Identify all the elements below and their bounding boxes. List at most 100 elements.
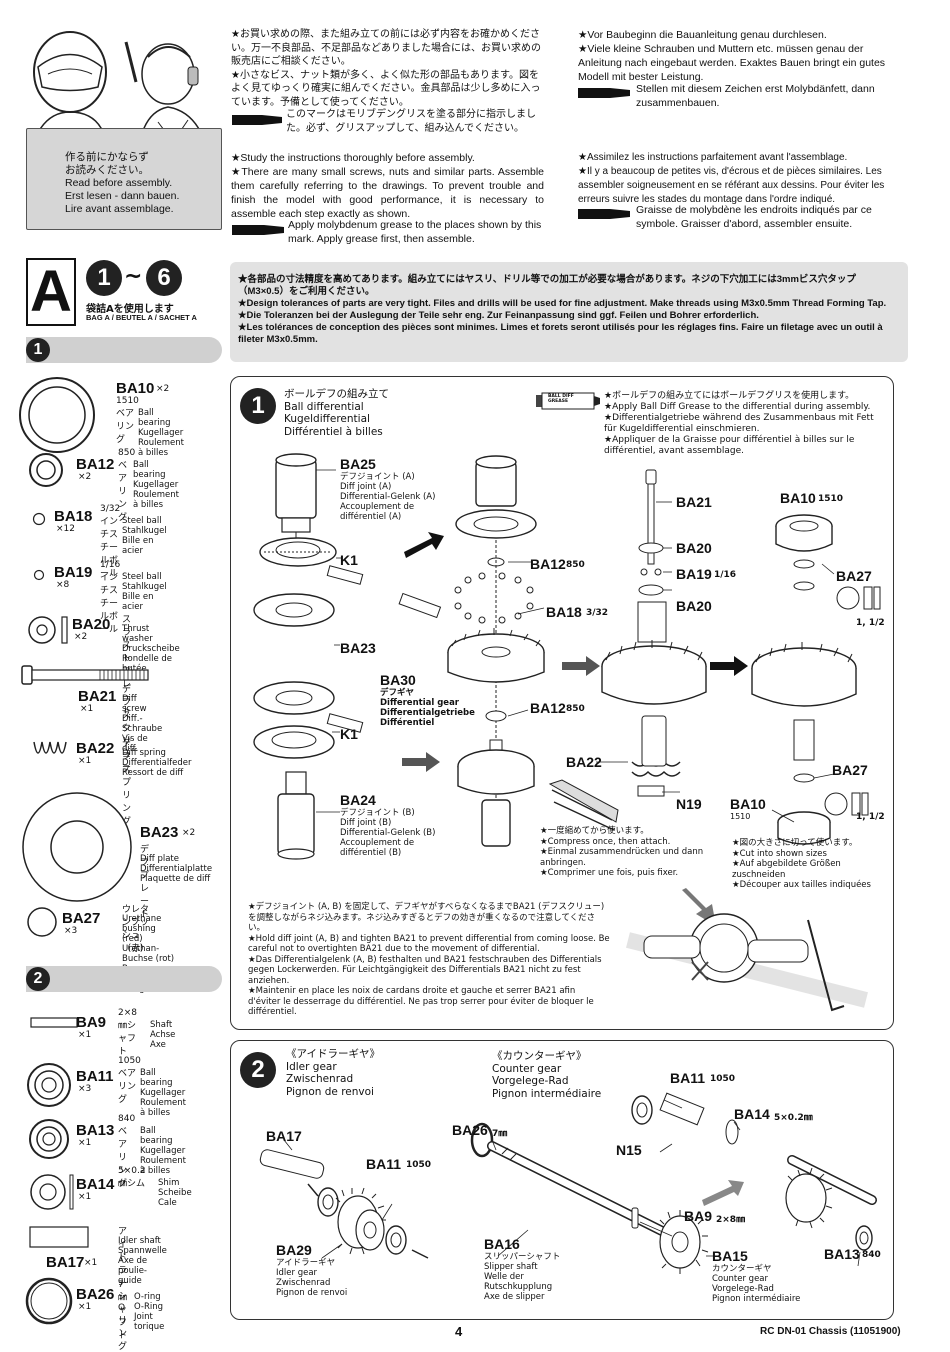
counter-title: 《カウンターギヤ》 Counter gear Vorgelege-Rad Pig… — [492, 1050, 602, 1100]
intro-en-grease-text: Apply molybdenum grease to the places sh… — [288, 219, 542, 245]
idler-shaft-drawing — [259, 1149, 325, 1179]
part-jp: アイドラーシャフト — [118, 1227, 128, 1341]
part-count: ×1 — [78, 1138, 92, 1148]
label-ba10a-size: 1510 — [818, 494, 844, 504]
section-header: A 1 ~ 6 袋詰Aを使用します BAG A / BEUTEL A / SAC… — [26, 258, 222, 326]
label-k1a: K1 — [340, 552, 358, 568]
o-ring-icon — [25, 1277, 73, 1325]
label-ba10b: BA10 — [730, 796, 766, 812]
label-n19: N19 — [676, 796, 702, 812]
label-ba26: BA26 — [452, 1122, 488, 1138]
step1-parts-strip: 1 — [26, 337, 222, 363]
k1-ring-top — [259, 537, 337, 567]
part-code: BA26 — [76, 1286, 115, 1303]
parts-list-step1: BA10 ×2 1510ベアリング Ball bearing Kugellage… — [18, 374, 228, 994]
part-count: ×1 — [78, 1192, 92, 1202]
spring-compress-drawing — [548, 760, 681, 831]
part-jp: デフスプリング — [122, 739, 132, 827]
step2-number: 2 — [240, 1052, 276, 1088]
label-ba25: BA25 — [340, 456, 376, 472]
idler-shaft-icon — [29, 1226, 89, 1248]
part-count: ×12 — [56, 524, 75, 534]
part-jp: 3/32インチスチールボール — [100, 504, 121, 579]
label-ba27a: BA27 — [836, 568, 872, 584]
ba23-plate-bottom — [253, 681, 335, 715]
part-code: BA9 — [76, 1014, 107, 1031]
diff-plate-icon — [22, 792, 132, 902]
shaft-icon — [30, 1017, 78, 1028]
part-desc: Steel ball Stahlkugel Bille en acier — [122, 516, 167, 556]
part-code: BA10 — [116, 380, 155, 397]
urethane-bushing-icon — [27, 907, 57, 937]
part-code: BA12 — [76, 456, 115, 473]
part-desc: Shaft Achse Axe — [150, 1020, 176, 1050]
label-ba13-size: 840 — [862, 1250, 881, 1260]
part-desc: Steel ball Stahlkugel Bille en acier — [122, 572, 167, 612]
grease-tube-icon — [326, 565, 442, 733]
counter-right-assembly — [631, 1092, 877, 1251]
part-count: ×2 — [78, 472, 92, 482]
part-desc: Ball bearing Kugellager Roulement à bill… — [140, 1068, 186, 1118]
part-count: ×1 — [78, 1302, 92, 1312]
leader-lines — [316, 469, 835, 823]
section-note-box: ★各部品の寸法精度を高めてあります。組み立てにはヤスリ、ドリル等での加工が必要な… — [230, 262, 908, 362]
part-desc: Idler shaft Spannwelle Axe de poulie-gui… — [118, 1236, 167, 1286]
label-ba26-size: 7㎜ — [492, 1129, 508, 1139]
part-count: ×1 — [80, 704, 94, 714]
part-code: BA20 — [72, 616, 111, 633]
bearing-icon — [29, 1119, 69, 1159]
shim-icon — [30, 1174, 74, 1210]
bushing-size-guide — [824, 586, 881, 816]
label-ba29: BA29 — [276, 1242, 312, 1258]
label-ba20a: BA20 — [676, 540, 712, 556]
cut-note: ★図の大きさに切って使います。 ★Cut into shown sizes ★A… — [732, 838, 871, 890]
part-code: BA22 — [76, 740, 115, 757]
label-ba30: BA30 — [380, 672, 416, 688]
part-desc: O-ring O-Ring Joint torique — [134, 1292, 165, 1332]
part-code: BA27 — [62, 910, 101, 927]
part-code: BA17 — [46, 1254, 85, 1271]
center-diff-assembly — [447, 455, 545, 847]
part-jp: デフスクリュー — [122, 685, 132, 773]
diff-screw-stack — [601, 469, 707, 767]
parts-list-step2: BA9 ×1 2×8㎜シャフト Shaft Achse Axe BA11 ×3 … — [18, 1004, 228, 1352]
tighten-note: ★デフジョイント (A, B) を固定して、デフギヤがすべらなくなるまでBA21… — [248, 902, 610, 1017]
part-count: ×8 — [56, 580, 70, 590]
intro-sign: 作る前にかならず お読みください。 Read before assembly. … — [26, 128, 222, 230]
step2-frame — [230, 1040, 894, 1320]
diff-joint-a-drawing — [275, 453, 317, 533]
bag-jp: 袋詰Aを使用します — [86, 304, 174, 315]
pin-drawing — [631, 1207, 639, 1229]
label-ba9-size: 2×8㎜ — [716, 1215, 746, 1225]
label-ba16: BA16 — [484, 1236, 520, 1252]
grease-tube-label: BALL DIFF GREASE — [548, 394, 574, 404]
step2-diagram — [259, 1092, 877, 1274]
part-count: ×1 — [78, 1030, 92, 1040]
label-ba27b-sizes: 1, 1/2 — [856, 812, 885, 822]
label-ba19-size: 1/16 — [714, 570, 737, 580]
steel-ball-icon — [32, 512, 46, 526]
counter-gear-drawing — [659, 1210, 709, 1274]
label-ba20b: BA20 — [676, 598, 712, 614]
part-code: BA13 — [76, 1122, 115, 1139]
part-jp: 5×0.2㎜シム — [118, 1166, 146, 1189]
label-ba11b: BA11 — [670, 1070, 706, 1086]
step1-diagram — [253, 453, 881, 1012]
diff-screw-icon — [21, 665, 149, 685]
slipper-shaft-drawing — [487, 1141, 677, 1241]
label-ba10a: BA10 — [780, 490, 816, 506]
part-desc: Diff screw Diff.-Schraube Vis de diff. — [122, 694, 163, 754]
label-ba12b: BA12 — [530, 700, 566, 716]
label-ba22: BA22 — [566, 754, 602, 770]
label-ba14-size: 5×0.2㎜ — [774, 1113, 813, 1123]
label-ba12a-size: 850 — [566, 560, 585, 570]
grease-mark-icon — [232, 112, 282, 128]
part-code: BA11 — [76, 1068, 114, 1085]
idler-gear-drawing — [335, 1187, 386, 1255]
label-ba27b: BA27 — [832, 762, 868, 778]
part-count: ×2 — [182, 828, 196, 838]
part-count: ×1 — [78, 756, 92, 766]
label-ba18: BA18 — [546, 604, 582, 620]
label-ba12b-size: 850 — [566, 704, 585, 714]
label-ba27a-sizes: 1, 1/2 — [856, 618, 885, 628]
